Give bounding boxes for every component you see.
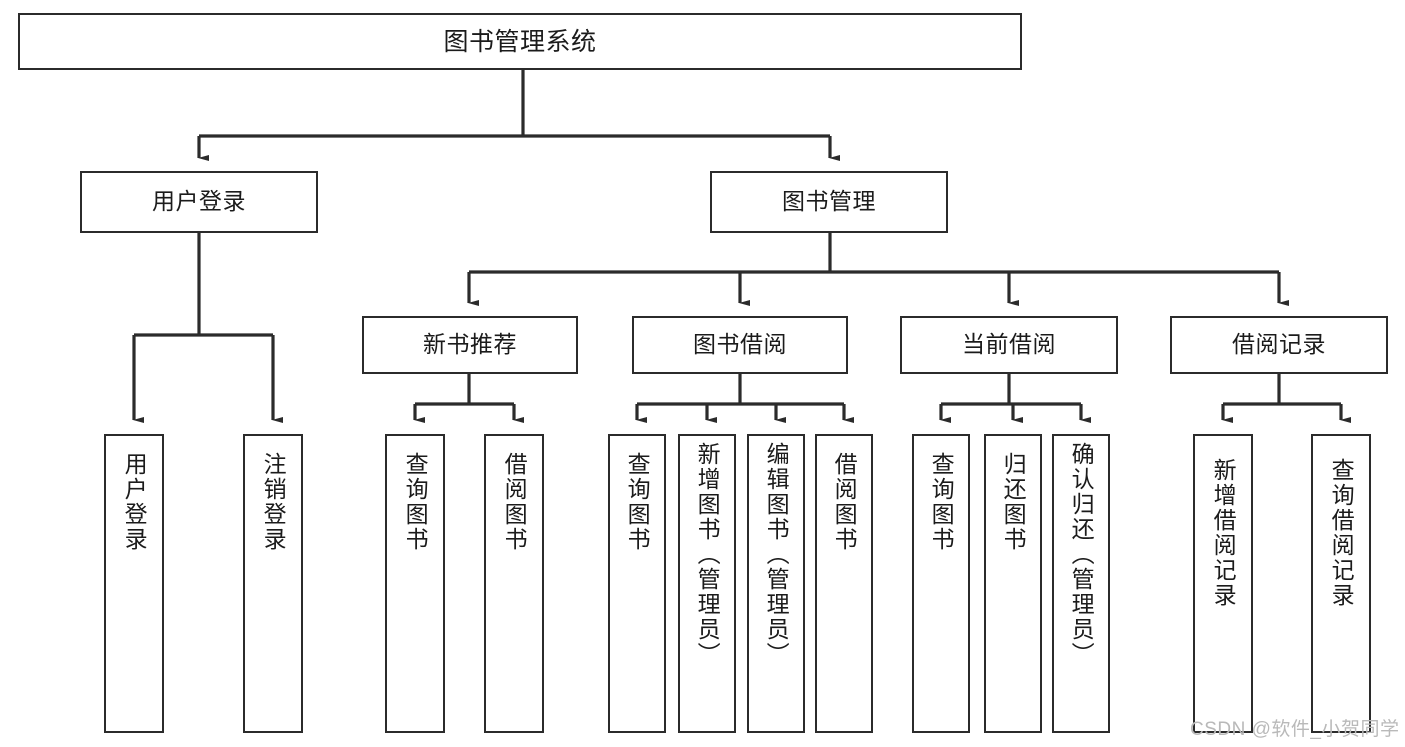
leaf-borrow-book-recommend[interactable]: 借阅图书 [484, 434, 544, 733]
leaf-borrow-book[interactable]: 借阅图书 [815, 434, 873, 733]
node-root[interactable]: 图书管理系统 [18, 13, 1022, 70]
node-user-login[interactable]: 用户登录 [80, 171, 318, 233]
node-user-login-label: 用户登录 [152, 188, 246, 215]
leaf-borrow-book-recommend-label: 借阅图书 [501, 452, 528, 552]
leaf-logout[interactable]: 注销登录 [243, 434, 303, 733]
leaf-user-login-label: 用户登录 [121, 452, 148, 552]
leaf-query-book-borrow[interactable]: 查询图书 [608, 434, 666, 733]
node-new-book-recommend[interactable]: 新书推荐 [362, 316, 578, 374]
node-current-borrow-label: 当前借阅 [962, 331, 1056, 358]
leaf-query-book-recommend[interactable]: 查询图书 [385, 434, 445, 733]
node-book-borrow-label: 图书借阅 [693, 331, 787, 358]
leaf-query-book-current-label: 查询图书 [928, 452, 955, 552]
leaf-confirm-return-admin[interactable]: 确认归还（管理员） [1052, 434, 1110, 733]
leaf-return-book[interactable]: 归还图书 [984, 434, 1042, 733]
node-new-book-recommend-label: 新书推荐 [423, 331, 517, 358]
leaf-edit-book-admin[interactable]: 编辑图书（管理员） [747, 434, 805, 733]
leaf-query-borrow-record-label: 查询借阅记录 [1328, 458, 1355, 608]
csdn-watermark: CSDN @软件_小贺同学 [1190, 719, 1400, 740]
node-book-management[interactable]: 图书管理 [710, 171, 948, 233]
leaf-add-book-admin-label: 新增图书（管理员） [694, 442, 721, 667]
leaf-user-login[interactable]: 用户登录 [104, 434, 164, 733]
node-book-borrow[interactable]: 图书借阅 [632, 316, 848, 374]
leaf-confirm-return-admin-label: 确认归还（管理员） [1068, 442, 1095, 667]
node-root-label: 图书管理系统 [443, 27, 597, 56]
leaf-borrow-book-label: 借阅图书 [831, 452, 858, 552]
leaf-logout-label: 注销登录 [260, 452, 287, 552]
leaf-return-book-label: 归还图书 [1000, 452, 1027, 552]
node-borrow-record-label: 借阅记录 [1232, 331, 1326, 358]
leaf-query-book-current[interactable]: 查询图书 [912, 434, 970, 733]
leaf-add-borrow-record-label: 新增借阅记录 [1210, 458, 1237, 608]
leaf-query-borrow-record[interactable]: 查询借阅记录 [1311, 434, 1371, 733]
leaf-add-book-admin[interactable]: 新增图书（管理员） [678, 434, 736, 733]
leaf-edit-book-admin-label: 编辑图书（管理员） [763, 442, 790, 667]
leaf-add-borrow-record[interactable]: 新增借阅记录 [1193, 434, 1253, 733]
node-book-management-label: 图书管理 [782, 188, 876, 215]
leaf-query-book-borrow-label: 查询图书 [624, 452, 651, 552]
leaf-query-book-recommend-label: 查询图书 [402, 452, 429, 552]
node-borrow-record[interactable]: 借阅记录 [1170, 316, 1388, 374]
node-current-borrow[interactable]: 当前借阅 [900, 316, 1118, 374]
